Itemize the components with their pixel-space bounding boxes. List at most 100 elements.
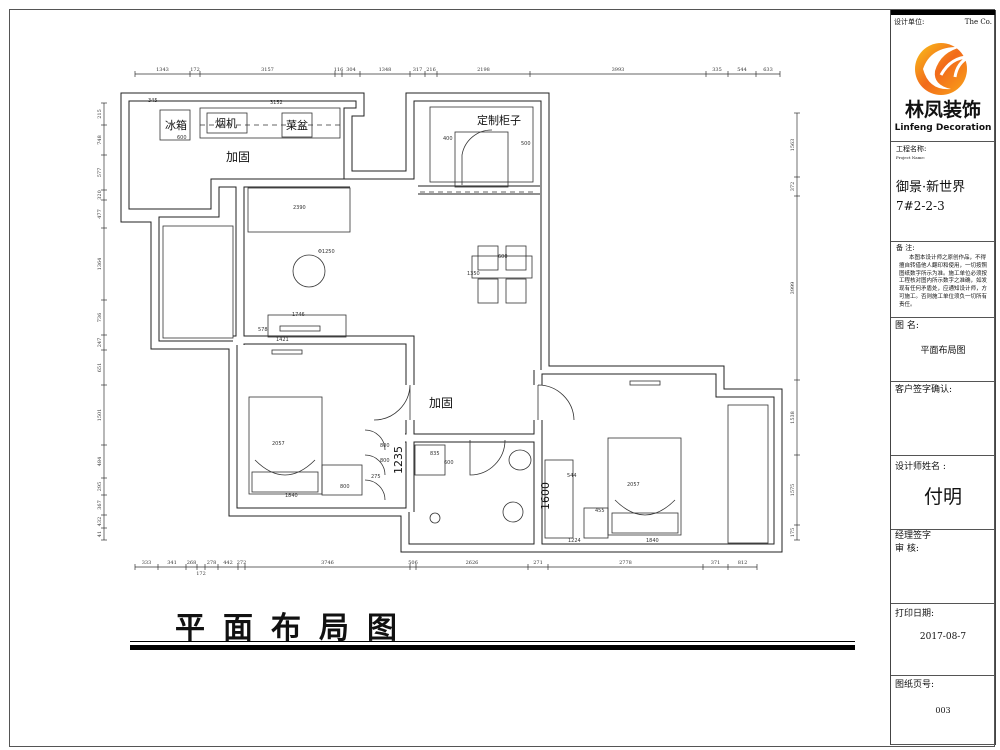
client-sign-label: 客户签字确认: [895, 385, 953, 395]
remarks-text: 本图本设计师之原创作品，不得擅自转借他人翻印和使用，一切按照图纸数字所示为准。施… [899, 255, 988, 308]
top-dimension-label: 544 [737, 67, 747, 73]
dining-table [471, 255, 533, 279]
dining-chair [477, 245, 499, 271]
inner-dimension-label: 275 [371, 474, 381, 480]
bed [248, 396, 323, 495]
vanity [414, 444, 446, 476]
left-dimension-label: 295 [97, 482, 103, 492]
walls [120, 92, 783, 553]
drawing-title: 平面布局图 [175, 611, 415, 646]
inner-dimension-label: 2057 [272, 441, 285, 447]
top-dimension-label: 633 [763, 67, 773, 73]
bottom-dimension-label: 268 [187, 560, 197, 566]
sofa [247, 187, 351, 233]
right-dimension-label: 372 [790, 182, 796, 192]
left-dimension-label: 651 [97, 363, 103, 373]
company-logo-icon [915, 43, 970, 95]
left-dimension-label: 748 [97, 135, 103, 145]
entry-door-swing [461, 129, 493, 185]
pillows [611, 512, 679, 534]
inner-dimension-label: 600 [177, 135, 187, 141]
ac-unit [629, 380, 661, 386]
drawing-name-section: 图 名: 平面布局图 [891, 318, 995, 382]
top-dimension-label: 1343 [156, 67, 169, 73]
print-date-label: 打印日期: [895, 609, 935, 619]
top-dimension-label: 172 [190, 67, 200, 73]
inner-dimension-label: 2390 [293, 205, 306, 211]
print-date-section: 打印日期: 2017-08-7 [891, 604, 995, 676]
top-dimension-label: 317 [413, 67, 423, 73]
inner-dimension-label: 600 [498, 254, 508, 260]
left-dimension-label: 41 [97, 531, 103, 537]
hood-label: 烟机 [215, 116, 237, 130]
client-sign-section: 客户签字确认: [891, 382, 995, 456]
custom-cabinet [429, 106, 534, 183]
wardrobe-door [364, 429, 386, 501]
bed-cover [614, 499, 676, 516]
bottom-dimension-label: 506 [408, 560, 418, 566]
wall-fill [121, 93, 782, 552]
bottom-dimension-label: 812 [738, 560, 748, 566]
company-logo-en: Linfeng Decoration [894, 123, 992, 133]
wall [120, 92, 783, 553]
print-date: 2017-08-7 [919, 632, 967, 642]
top-dimension-label: 2198 [477, 67, 490, 73]
project-unit: 7#2-2-3 [896, 199, 945, 213]
left-dimension-label: 367 [97, 500, 103, 510]
bottom-dimension-label: 172 [196, 571, 206, 577]
bottom-dimension-label: 2626 [466, 560, 479, 566]
bedroom-door-swing [373, 384, 411, 421]
sink-label: 菜盆 [286, 118, 308, 132]
bottom-dimension-label: 2778 [619, 560, 632, 566]
hood [206, 112, 248, 134]
inner-dimension-label: 400 [443, 136, 453, 142]
designer-label: 设计师姓名 : [895, 462, 946, 472]
floor-drain [429, 512, 441, 524]
ac-unit [271, 349, 303, 355]
inner-dimension-label: 1840 [646, 538, 659, 544]
wall-fill [125, 179, 350, 217]
left-dimension-label: 432 [97, 517, 103, 527]
bay-window [727, 404, 769, 544]
left-dimension-label: 484 [97, 457, 103, 467]
nightstand [321, 464, 363, 496]
bottom-dimension-label: 272 [237, 560, 247, 566]
bed-cover [254, 459, 316, 476]
title-block: 设计单位: The Co. 林凤装饰 Linfeng Decoration 工程… [890, 10, 996, 745]
top-dimension-label: 1348 [379, 67, 392, 73]
dining-chair [477, 278, 499, 304]
inner-dimension-label: 800 [380, 443, 390, 449]
company-section: 设计单位: The Co. 林凤装饰 Linfeng Decoration [891, 15, 995, 142]
right-dimension-label: 1563 [790, 139, 796, 152]
sheet-no: 003 [935, 706, 951, 715]
drawing-name-label: 图 名: [895, 321, 919, 331]
left-dimension-label: 1501 [97, 409, 103, 422]
bedroom-door-swing [537, 384, 575, 421]
reinforce-label: 加固 [226, 150, 250, 164]
sheet-number-section: 图纸页号: 003 [891, 676, 995, 745]
wardrobe [544, 459, 574, 539]
company-en-abbr: The Co. [964, 18, 992, 26]
inner-dimension-label: 2057 [627, 482, 640, 488]
bottom-dimension-label: 271 [533, 560, 543, 566]
bottom-dimension-label: 442 [223, 560, 233, 566]
pillows [251, 471, 319, 493]
inner-dimension-label: Φ1250 [318, 249, 335, 255]
inner-dimension-label: 1746 [292, 312, 305, 318]
bottom-dimension-label: 333 [142, 560, 152, 566]
bed [607, 437, 682, 536]
dimension-1600: 1600 [539, 482, 552, 510]
dimension-1235: 1235 [392, 446, 405, 474]
inner-dimension-label: 1350 [467, 271, 480, 277]
right-dimension-label: 1538 [790, 411, 796, 424]
top-dimension-label: 3993 [612, 67, 625, 73]
manager-sign-label: 经理签字 [895, 531, 932, 541]
bathroom-door-swing [469, 439, 506, 476]
inner-dimension-label: 800 [380, 458, 390, 464]
furniture [159, 106, 769, 544]
top-dimension-label: 335 [712, 67, 722, 73]
toilet [502, 501, 524, 523]
bottom-dimension-label: 371 [711, 560, 721, 566]
